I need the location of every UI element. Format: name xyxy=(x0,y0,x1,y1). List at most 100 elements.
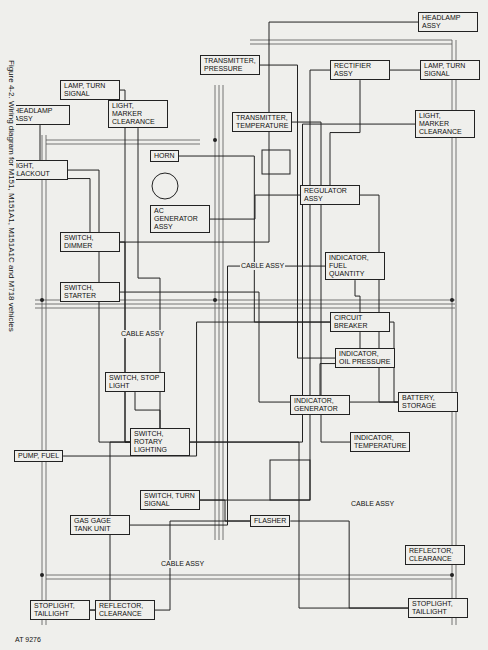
component-name: INDICATOR, TEMPERATURE xyxy=(354,434,406,450)
component-name: FLASHER xyxy=(254,517,286,525)
component-box: TRANSMITTER, TEMPERATURE xyxy=(232,112,292,132)
wire xyxy=(355,280,360,312)
component-box: BATTERY, STORAGE xyxy=(398,392,458,412)
figure-caption: Figure 4-2. Wiring diagram for M151, M15… xyxy=(7,60,16,332)
component-name: LIGHT, MARKER CLEARANCE xyxy=(419,112,471,136)
component-name: GAS GAGE TANK UNIT xyxy=(74,517,126,533)
component-box: SWITCH, DIMMER xyxy=(60,232,120,252)
wire xyxy=(68,170,130,442)
component-box: HEADLAMP ASSY xyxy=(418,12,478,32)
wire xyxy=(190,124,415,442)
component-box: REFLECTOR, CLEARANCE xyxy=(95,600,155,620)
component-box: LAMP, TURN SIGNAL xyxy=(60,80,120,100)
component-name: CIRCUIT BREAKER xyxy=(334,314,386,330)
harness-bundle xyxy=(35,40,456,625)
terminal xyxy=(213,138,217,142)
front-harness xyxy=(250,40,452,44)
component-box: GAS GAGE TANK UNIT xyxy=(70,515,130,535)
component-name: INDICATOR, OIL PRESSURE xyxy=(339,350,391,366)
component-name: INDICATOR, GENERATOR xyxy=(294,397,346,413)
component-box: LIGHT, BLACKOUT xyxy=(8,160,68,180)
component-name: AC GENERATOR ASSY xyxy=(154,207,206,231)
component-name: INDICATOR, FUEL QUANTITY xyxy=(329,254,381,278)
component-name: TRANSMITTER, PRESSURE xyxy=(204,57,256,73)
component-name: PUMP, FUEL xyxy=(18,452,59,460)
component-box: AC GENERATOR ASSY xyxy=(150,205,210,233)
component-name: HORN xyxy=(154,152,175,160)
component-name: LIGHT, MARKER CLEARANCE xyxy=(112,102,164,126)
cable-label: CABLE ASSY xyxy=(120,330,165,338)
left-harness xyxy=(42,135,46,625)
wire xyxy=(210,195,300,219)
cable-label: CABLE ASSY xyxy=(240,262,285,270)
component-name: LIGHT, BLACKOUT xyxy=(12,162,64,178)
component-box: HEADLAMP ASSY xyxy=(10,105,70,125)
component-name: SWITCH, DIMMER xyxy=(64,234,116,250)
component-box: PUMP, FUEL xyxy=(14,450,63,462)
cable-label: CABLE ASSY xyxy=(160,560,205,568)
component-box: SWITCH, ROTARY LIGHTING xyxy=(130,428,190,456)
front-harness xyxy=(46,140,200,144)
component-box: REGULATOR ASSY xyxy=(300,185,360,205)
wire xyxy=(120,22,418,242)
component-box: INDICATOR, TEMPERATURE xyxy=(350,432,410,452)
component-name: STOPLIGHT, TAILLIGHT xyxy=(34,602,86,618)
component-box: INDICATOR, OIL PRESSURE xyxy=(335,348,395,368)
component-name: LAMP, TURN SIGNAL xyxy=(64,82,116,98)
component-box: CIRCUIT BREAKER xyxy=(330,312,390,332)
component-name: REGULATOR ASSY xyxy=(304,187,356,203)
wire xyxy=(360,195,398,402)
component-box: RECTIFIER ASSY xyxy=(330,60,390,80)
wire xyxy=(135,392,160,428)
component-name: SWITCH, STARTER xyxy=(64,284,116,300)
terminal xyxy=(450,298,454,302)
component-name: SWITCH, TURN SIGNAL xyxy=(144,492,196,508)
component-name: RECTIFIER ASSY xyxy=(334,62,386,78)
wire xyxy=(200,70,420,500)
wire xyxy=(290,521,408,608)
component-name: HEADLAMP ASSY xyxy=(14,107,66,123)
component-name: BATTERY, STORAGE xyxy=(402,394,454,410)
component-box: TRANSMITTER, PRESSURE xyxy=(200,55,260,75)
component-box: LIGHT, MARKER CLEARANCE xyxy=(108,100,168,128)
terminal xyxy=(450,573,454,577)
component-name: SWITCH, ROTARY LIGHTING xyxy=(134,430,186,454)
wire xyxy=(63,322,330,456)
center-harness xyxy=(215,85,223,540)
component-box: SWITCH, STOP LIGHT xyxy=(105,372,165,392)
component-name: STOPLIGHT, TAILLIGHT xyxy=(412,600,464,616)
battery-box xyxy=(262,150,290,174)
terminal xyxy=(213,298,217,302)
component-name: TRANSMITTER, TEMPERATURE xyxy=(236,114,288,130)
component-box: INDICATOR, GENERATOR xyxy=(290,395,350,415)
component-name: SWITCH, STOP LIGHT xyxy=(109,374,161,390)
cable-label: CABLE ASSY xyxy=(350,500,395,508)
component-box: LAMP, TURN SIGNAL xyxy=(420,60,480,80)
wire xyxy=(120,242,130,442)
component-name: HEADLAMP ASSY xyxy=(422,14,474,30)
cable-label: AT 9276 xyxy=(14,636,42,644)
component-box: REFLECTOR, CLEARANCE xyxy=(405,545,465,565)
wire xyxy=(330,80,360,185)
component-box: FLASHER xyxy=(250,515,290,527)
component-box: SWITCH, TURN SIGNAL xyxy=(140,490,200,510)
component-box: STOPLIGHT, TAILLIGHT xyxy=(408,598,468,618)
component-box: STOPLIGHT, TAILLIGHT xyxy=(30,600,90,620)
junction-block xyxy=(270,460,310,500)
wire xyxy=(200,500,250,521)
component-name: REFLECTOR, CLEARANCE xyxy=(409,547,461,563)
terminal xyxy=(40,573,44,577)
rear-harness xyxy=(46,575,452,579)
component-name: REFLECTOR, CLEARANCE xyxy=(99,602,151,618)
terminal-dots xyxy=(40,138,454,577)
wire xyxy=(260,65,335,358)
component-name: LAMP, TURN SIGNAL xyxy=(424,62,476,78)
terminal xyxy=(40,298,44,302)
generator-symbol xyxy=(152,173,178,199)
wire xyxy=(179,156,330,322)
component-box: INDICATOR, FUEL QUANTITY xyxy=(325,252,385,280)
component-box: HORN xyxy=(150,150,179,162)
component-box: LIGHT, MARKER CLEARANCE xyxy=(415,110,475,138)
component-box: SWITCH, STARTER xyxy=(60,282,120,302)
